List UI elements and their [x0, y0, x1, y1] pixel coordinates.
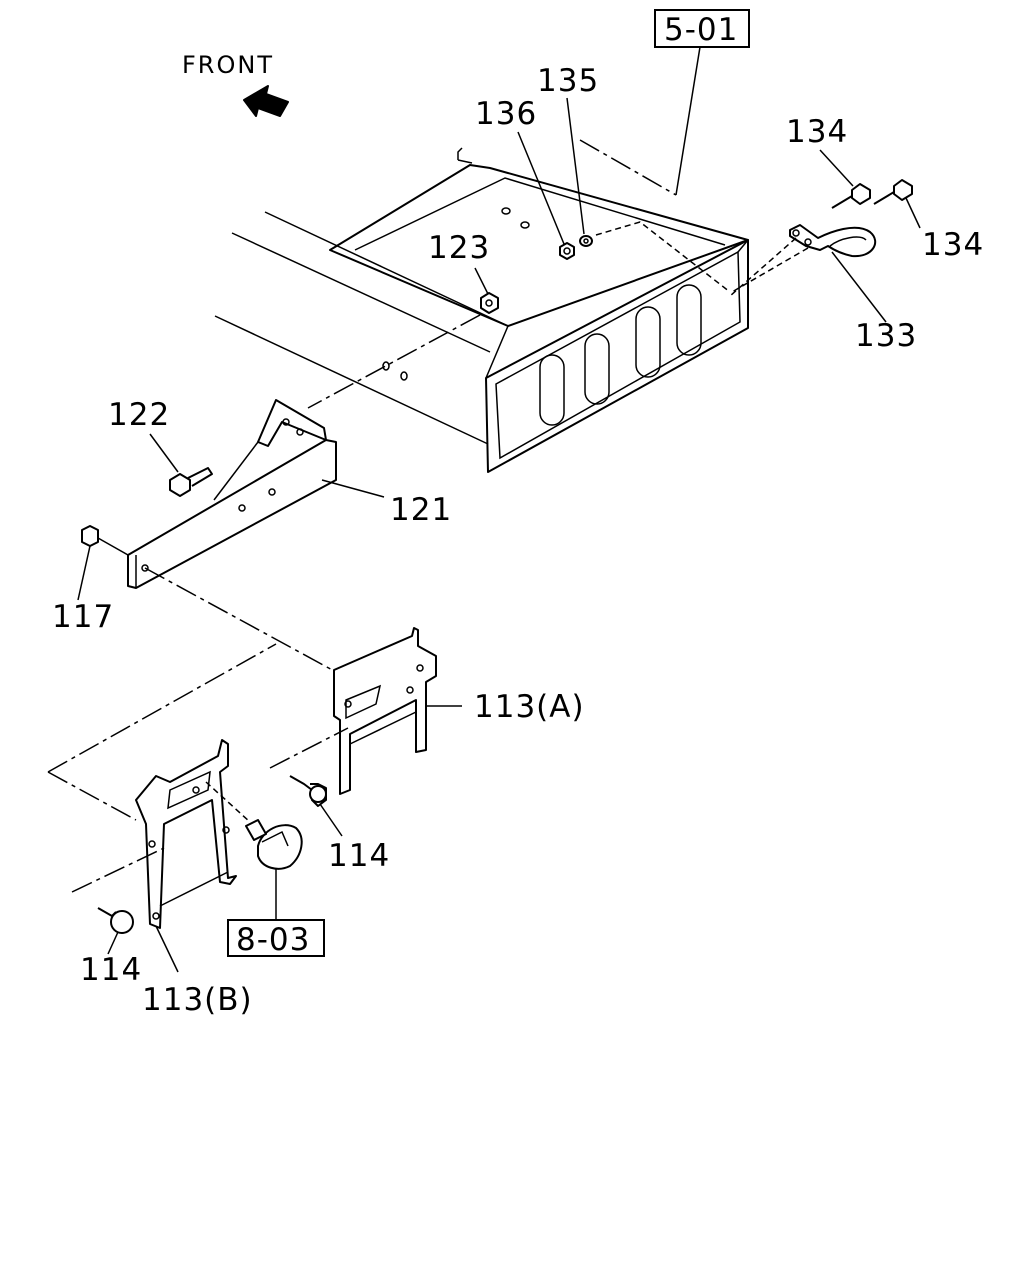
- end-plate-slot: [676, 284, 702, 356]
- lamp-icon: [257, 824, 303, 870]
- bolt-134-lower-icon: [873, 179, 913, 205]
- ref-frame-leader: [675, 46, 701, 196]
- nut-136-group: 136: [475, 96, 575, 260]
- callout-134-upper: 134: [786, 114, 848, 150]
- bolt-122-icon: [169, 467, 213, 497]
- cross-member-notch: [457, 147, 473, 164]
- frame-rail-line: [214, 315, 489, 445]
- callout-113b: 113(B): [142, 982, 253, 1018]
- callout-134-lower: 134: [922, 227, 984, 263]
- hidden-edge: [595, 221, 731, 293]
- bracket-121-icon: [127, 439, 337, 589]
- phantom-line: [144, 567, 337, 673]
- callout-133: 133: [855, 318, 917, 354]
- bracket-121-group: 121: [127, 399, 452, 673]
- end-plate-slot: [635, 306, 661, 378]
- bolt-114-right-group: 114: [289, 775, 390, 874]
- cross-member-top: [329, 164, 749, 327]
- bolt-134-upper-icon: [831, 183, 871, 209]
- frame-hole: [501, 207, 511, 215]
- frame-hole: [382, 361, 390, 371]
- bolt-134-upper-group: 134: [786, 114, 871, 209]
- frame-hole: [400, 371, 408, 381]
- chassis-frame-assembly: [214, 147, 749, 473]
- callout-121: 121: [390, 492, 452, 528]
- callout-114-left: 114: [80, 952, 142, 988]
- hidden-edge: [729, 237, 809, 297]
- bolt-122-group: 122: [108, 397, 213, 497]
- nut-123-group: 123: [307, 230, 499, 409]
- phantom-line: [307, 314, 481, 409]
- tow-hook-icon: [789, 224, 877, 258]
- ref-box-frame: 5-01: [579, 9, 750, 196]
- phantom-line: [47, 771, 137, 821]
- nut-123-icon: [480, 292, 499, 314]
- lamp-socket-icon: [245, 819, 267, 841]
- stay-113a-group: 113(A): [269, 627, 585, 795]
- washer-135-icon: [579, 235, 593, 247]
- callout-123: 123: [428, 230, 490, 266]
- bolt-134-lower-group: 134: [873, 179, 984, 263]
- nut-117-group: 117: [52, 525, 129, 635]
- washer-135-group: 135: [537, 63, 599, 247]
- front-arrow-icon: [243, 85, 289, 117]
- end-plate-slot: [539, 354, 565, 426]
- phantom-line: [269, 727, 349, 769]
- frame-rail-line: [264, 211, 509, 327]
- nut-136-icon: [559, 242, 575, 260]
- stay-113b-group: 113(B): [47, 643, 277, 1018]
- end-plate-slot: [584, 333, 610, 405]
- ref-frame-label: 5-01: [664, 12, 738, 48]
- phantom-line: [579, 139, 677, 196]
- rear-end-plate-inner: [495, 250, 741, 460]
- callout-122: 122: [108, 397, 170, 433]
- ref-lamp-label: 8-03: [236, 922, 310, 958]
- front-indicator: FRONT: [182, 51, 289, 117]
- callout-114-right: 114: [328, 838, 390, 874]
- callout-135: 135: [537, 63, 599, 99]
- callout-136: 136: [475, 96, 537, 132]
- phantom-line: [71, 847, 165, 893]
- frame-hole: [520, 221, 530, 229]
- front-label: FRONT: [182, 51, 274, 79]
- rear-end-plate-flange: [485, 239, 749, 379]
- cross-member-top-edge: [354, 177, 726, 251]
- nut-117-icon: [81, 525, 99, 547]
- tow-hook-group: 133: [729, 224, 917, 354]
- lamp-group: 8-03: [205, 781, 325, 958]
- stay-113a-icon: [333, 627, 437, 795]
- rear-end-plate: [485, 239, 749, 473]
- bolt-114-left-group: 114: [80, 907, 142, 988]
- phantom-line: [47, 643, 277, 773]
- stay-113b-icon: [135, 739, 237, 929]
- callout-113a: 113(A): [474, 689, 585, 725]
- callout-117: 117: [52, 599, 114, 635]
